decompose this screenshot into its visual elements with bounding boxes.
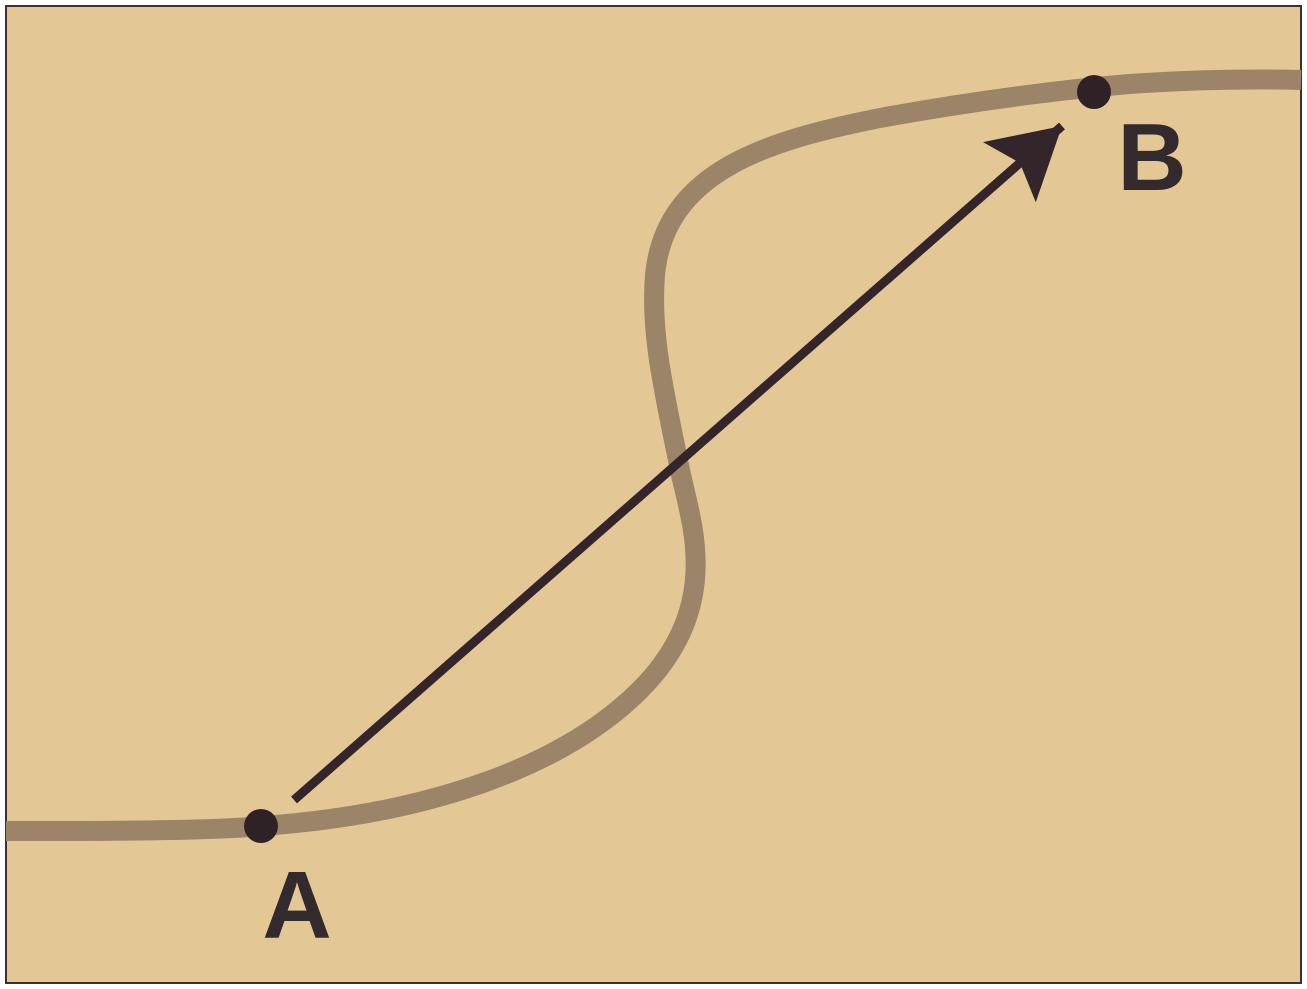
winding-path <box>5 69 1302 841</box>
point-b-marker <box>1077 75 1111 109</box>
point-a-label: A <box>262 852 331 959</box>
point-a-marker <box>244 809 278 843</box>
displacement-arrow <box>291 122 1065 804</box>
point-b-label: B <box>1117 104 1186 211</box>
